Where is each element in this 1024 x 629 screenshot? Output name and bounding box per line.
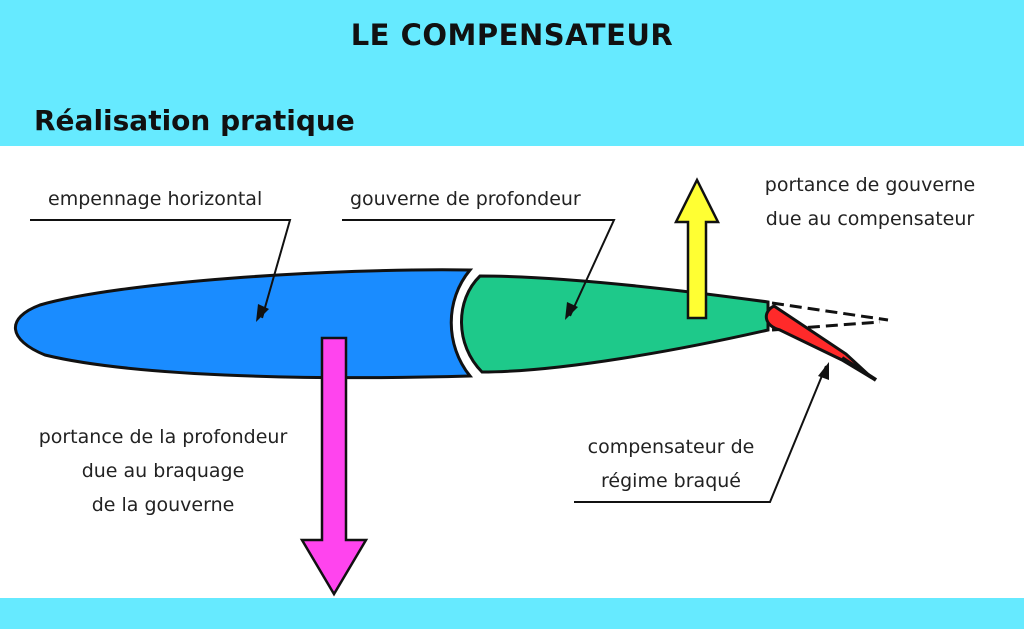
leader-compensateur-head: [818, 362, 829, 380]
label-portance-gouverne: portance de gouverne due au compensateur: [764, 174, 976, 230]
up-force-arrow: [673, 177, 721, 320]
down-force-arrow: [299, 336, 369, 597]
leader-compensateur: [574, 365, 827, 503]
leader-empennage-head: [256, 304, 269, 322]
header-band: [0, 0, 1024, 146]
page-subtitle: Réalisation pratique: [34, 104, 355, 137]
leader-empennage: [30, 219, 292, 319]
footer-band: [0, 598, 1024, 629]
label-portance-profondeur: portance de la profondeur due au braquag…: [38, 426, 288, 516]
elevator-shape: [460, 274, 770, 374]
tab-trailing-edge: [840, 356, 878, 382]
stabilizer-shape: [14, 268, 474, 380]
leader-gouverne-head: [565, 302, 578, 320]
label-compensateur: compensateur de régime braqué: [587, 436, 755, 492]
label-empennage: empennage horizontal: [48, 188, 263, 210]
page-title: LE COMPENSATEUR: [350, 18, 674, 52]
leader-gouverne: [342, 219, 616, 317]
label-gouverne: gouverne de profondeur: [350, 188, 581, 210]
